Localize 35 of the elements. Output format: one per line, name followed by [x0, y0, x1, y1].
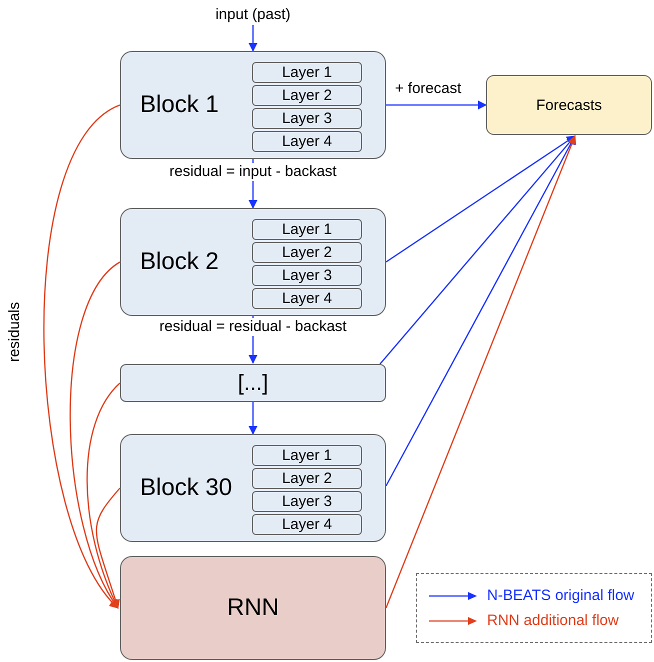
arrow — [385, 135, 576, 608]
input-label: input (past) — [200, 3, 306, 25]
layer-box: Layer 2 — [252, 468, 362, 489]
ellipsis-box: [...] — [120, 364, 386, 402]
legend-label: RNN additional flow — [487, 613, 619, 628]
arrow — [386, 135, 576, 263]
block-box — [120, 51, 386, 159]
curved-arrow — [86, 382, 120, 609]
curved-arrow — [96, 488, 120, 609]
forecasts-box: Forecasts — [486, 75, 652, 135]
layer-box: Layer 3 — [252, 265, 362, 286]
block-title: Block 30 — [140, 476, 232, 500]
curved-arrow — [43, 104, 120, 609]
layer-box: Layer 1 — [252, 219, 362, 240]
block-box — [120, 208, 386, 316]
layer-box: Layer 1 — [252, 62, 362, 83]
rnn-box: RNN — [120, 556, 386, 660]
layer-box: Layer 4 — [252, 514, 362, 535]
layer-box: Layer 2 — [252, 85, 362, 106]
curved-arrow — [70, 262, 120, 609]
arrow — [248, 25, 258, 52]
arrow — [386, 100, 487, 110]
layer-box: Layer 3 — [252, 491, 362, 512]
layer-box: Layer 2 — [252, 242, 362, 263]
block-title: Block 2 — [140, 250, 219, 274]
arrow — [380, 135, 576, 364]
layer-box: Layer 4 — [252, 131, 362, 152]
legend-label: N-BEATS original flow — [487, 588, 634, 603]
arrow — [248, 402, 258, 435]
arrow — [385, 135, 576, 486]
layer-box: Layer 1 — [252, 445, 362, 466]
block-box — [120, 434, 386, 542]
layer-box: Layer 4 — [252, 288, 362, 309]
layer-box: Layer 3 — [252, 108, 362, 129]
block-title: Block 1 — [140, 93, 219, 117]
